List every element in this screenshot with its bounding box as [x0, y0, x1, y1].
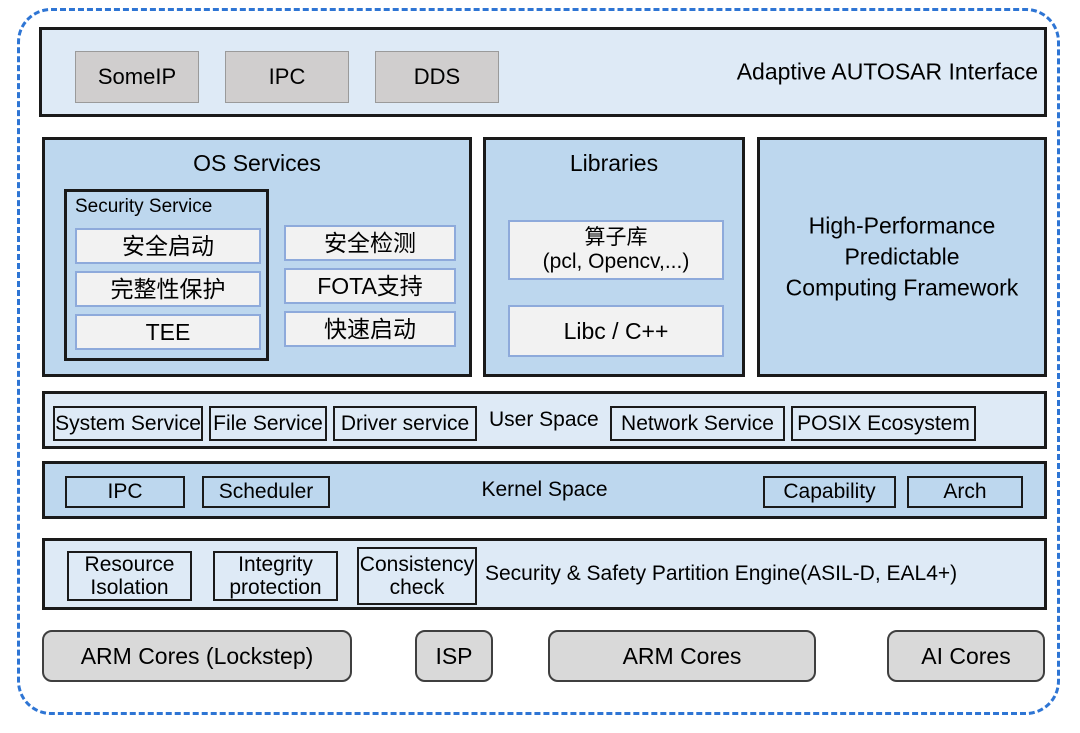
- hardware-arm-cores[interactable]: ARM Cores: [548, 630, 816, 682]
- hpc-line2: Predictable: [844, 243, 960, 270]
- item-kernel-ipc[interactable]: IPC: [65, 476, 185, 508]
- item-consistency-check[interactable]: Consistency check: [357, 547, 477, 605]
- chip-dds[interactable]: DDS: [375, 51, 499, 103]
- operator-library-line1: 算子库: [584, 225, 648, 249]
- hpc-framework-text: High-Performance Predictable Computing F…: [760, 210, 1044, 303]
- item-scheduler[interactable]: Scheduler: [202, 476, 330, 508]
- layer-adaptive-autosar-interface: SomeIP IPC DDS Adaptive AUTOSAR Interfac…: [39, 27, 1047, 117]
- item-file-service[interactable]: File Service: [209, 406, 327, 441]
- hardware-isp[interactable]: ISP: [415, 630, 493, 682]
- layer-label-partition-engine: Security & Safety Partition Engine(ASIL-…: [485, 562, 958, 585]
- group-security-service: Security Service 安全启动 完整性保护 TEE: [64, 189, 269, 361]
- layer-label-adaptive-autosar: Adaptive AUTOSAR Interface: [736, 58, 1038, 85]
- item-system-service[interactable]: System Service: [53, 406, 203, 441]
- layer-partition-engine: Resource Isolation Integrity protection …: [42, 538, 1047, 610]
- layer-kernel-space: IPC Scheduler Kernel Space Capability Ar…: [42, 461, 1047, 519]
- group-title-security-service: Security Service: [75, 196, 213, 217]
- item-network-service[interactable]: Network Service: [610, 406, 785, 441]
- panel-title-os-services: OS Services: [193, 150, 321, 176]
- consistency-check-line1: Consistency: [359, 552, 475, 576]
- integrity-protection-line1: Integrity: [238, 552, 313, 576]
- item-driver-service[interactable]: Driver service: [333, 406, 477, 441]
- resource-isolation-line2: Isolation: [90, 576, 169, 599]
- item-security-detection[interactable]: 安全检测: [284, 225, 456, 261]
- layer-label-kernel-space: Kernel Space: [481, 478, 608, 501]
- chip-ipc[interactable]: IPC: [225, 51, 349, 103]
- item-capability[interactable]: Capability: [763, 476, 896, 508]
- layer-label-user-space: User Space: [489, 408, 599, 431]
- item-fota-support[interactable]: FOTA支持: [284, 268, 456, 304]
- hpc-line1: High-Performance: [808, 212, 996, 239]
- item-arch[interactable]: Arch: [907, 476, 1023, 508]
- item-integrity-protection-pe[interactable]: Integrity protection: [213, 551, 338, 601]
- item-secure-boot[interactable]: 安全启动: [75, 228, 261, 264]
- item-resource-isolation[interactable]: Resource Isolation: [67, 551, 192, 601]
- operator-library-line2: (pcl, Opencv,...): [542, 250, 690, 273]
- item-fast-boot[interactable]: 快速启动: [284, 311, 456, 347]
- consistency-check-line2: check: [389, 576, 445, 599]
- panel-high-performance-computing-framework: High-Performance Predictable Computing F…: [757, 137, 1047, 377]
- item-integrity-protection[interactable]: 完整性保护: [75, 271, 261, 307]
- resource-isolation-line1: Resource: [84, 552, 175, 576]
- layer-user-space: System Service File Service Driver servi…: [42, 391, 1047, 449]
- panel-os-services: OS Services Security Service 安全启动 完整性保护 …: [42, 137, 472, 377]
- hardware-ai-cores[interactable]: AI Cores: [887, 630, 1045, 682]
- item-operator-library[interactable]: 算子库 (pcl, Opencv,...): [508, 220, 724, 280]
- hardware-arm-cores-lockstep[interactable]: ARM Cores (Lockstep): [42, 630, 352, 682]
- item-posix-ecosystem[interactable]: POSIX Ecosystem: [791, 406, 976, 441]
- item-libc-cpp[interactable]: Libc / C++: [508, 305, 724, 357]
- hpc-line3: Computing Framework: [785, 274, 1019, 301]
- chip-someip[interactable]: SomeIP: [75, 51, 199, 103]
- panel-title-libraries: Libraries: [569, 150, 659, 176]
- panel-libraries: Libraries 算子库 (pcl, Opencv,...) Libc / C…: [483, 137, 745, 377]
- item-tee[interactable]: TEE: [75, 314, 261, 350]
- integrity-protection-line2: protection: [229, 576, 322, 599]
